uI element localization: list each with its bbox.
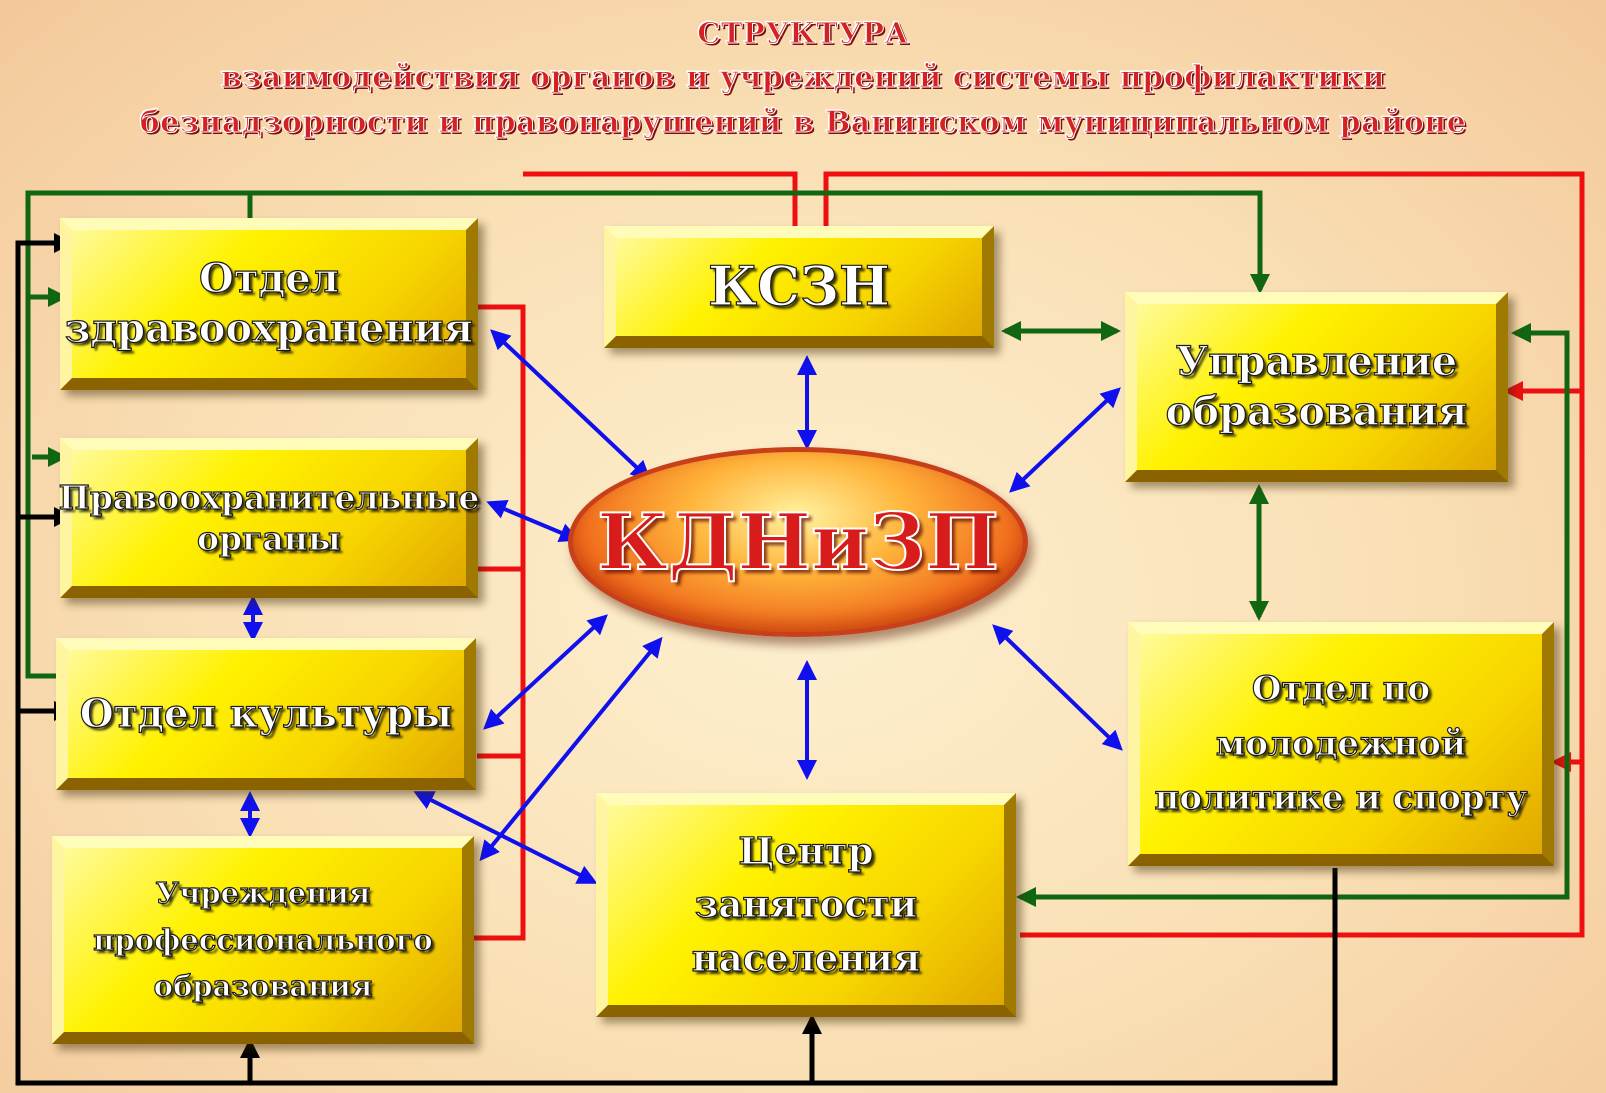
box-ksszn: КСЗН bbox=[604, 226, 994, 348]
blue-links bbox=[240, 329, 1123, 884]
box-law-enforcement: Правоохранительные органы bbox=[58, 438, 480, 598]
box-employment-line3: населения bbox=[691, 935, 921, 980]
box-youth-sports-department: Отдел по молодежной политике и спорту bbox=[1128, 622, 1554, 866]
box-prof-edu-line1: Учреждения bbox=[155, 876, 371, 911]
box-health-line2: здравоохранения bbox=[64, 304, 474, 352]
diagram-title: СТРУКТУРА bbox=[697, 16, 909, 51]
diagram-subtitle-line-1: взаимодействия органов и учреждений сист… bbox=[220, 60, 1386, 96]
box-education-line2: образования bbox=[1165, 387, 1468, 435]
center-kdnizp-ellipse: КДНиЗП bbox=[568, 447, 1028, 637]
box-youth-line3: политике и спорту bbox=[1154, 778, 1528, 819]
box-culture-label: Отдел культуры bbox=[79, 690, 453, 737]
box-education-department: Управление образования bbox=[1125, 292, 1508, 482]
box-culture-department: Отдел культуры bbox=[56, 638, 476, 790]
box-youth-line1: Отдел по bbox=[1251, 669, 1431, 710]
box-ksszn-label: КСЗН bbox=[707, 254, 891, 319]
box-law-line1: Правоохранительные bbox=[58, 477, 480, 517]
box-youth-line2: молодежной bbox=[1215, 723, 1467, 764]
box-education-line1: Управление bbox=[1175, 337, 1458, 385]
box-health-department: Отдел здравоохранения bbox=[60, 218, 478, 390]
box-prof-edu-line2: профессионального bbox=[93, 922, 434, 957]
box-prof-edu-line3: образования bbox=[153, 969, 373, 1004]
box-employment-line2: занятости bbox=[694, 882, 918, 927]
box-vocational-education: Учреждения профессионального образования bbox=[52, 836, 474, 1044]
diagram-subtitle-line-2: безнадзорности и правонарушений в Ванинс… bbox=[139, 105, 1467, 141]
box-employment-line1: Центр bbox=[738, 828, 874, 873]
center-label: КДНиЗП bbox=[596, 496, 1000, 589]
green-links bbox=[25, 190, 1570, 907]
box-health-line1: Отдел bbox=[198, 254, 339, 302]
box-employment-center: Центр занятости населения bbox=[596, 793, 1016, 1017]
box-law-line2: органы bbox=[196, 518, 341, 558]
